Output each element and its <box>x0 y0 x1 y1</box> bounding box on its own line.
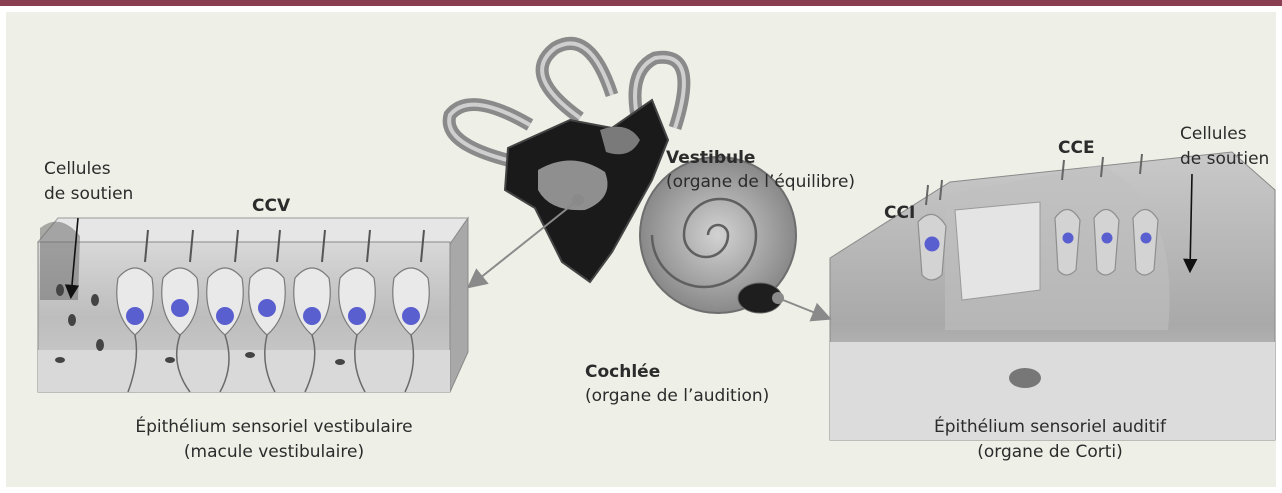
organ-of-corti <box>830 152 1275 440</box>
vessel <box>1009 368 1041 388</box>
label-vestibule-sub: (organe de l’équilibre) <box>666 172 855 192</box>
label-support-cells-left-2: de soutien <box>44 184 133 204</box>
label-support-cells-left-1: Cellules <box>44 159 111 179</box>
caption-right-line2: (organe de Corti) <box>880 442 1220 462</box>
label-ccv: CCV <box>252 196 290 216</box>
label-cci: CCI <box>884 203 915 223</box>
caption-left-line1: Épithélium sensoriel vestibulaire <box>94 417 454 437</box>
vestibular-epithelium <box>38 218 468 392</box>
caption-right-line1: Épithélium sensoriel auditif <box>880 417 1220 437</box>
label-support-cells-right-2: de soutien <box>1180 149 1269 169</box>
arrow-to-organ-of-corti <box>778 298 828 318</box>
label-cochlea: Cochlée <box>585 362 660 382</box>
label-cce: CCE <box>1058 138 1095 158</box>
label-support-cells-right-1: Cellules <box>1180 124 1247 144</box>
label-cochlea-sub: (organe de l’audition) <box>585 386 769 406</box>
label-vestibule: Vestibule <box>666 148 755 168</box>
caption-left-line2: (macule vestibulaire) <box>94 442 454 462</box>
